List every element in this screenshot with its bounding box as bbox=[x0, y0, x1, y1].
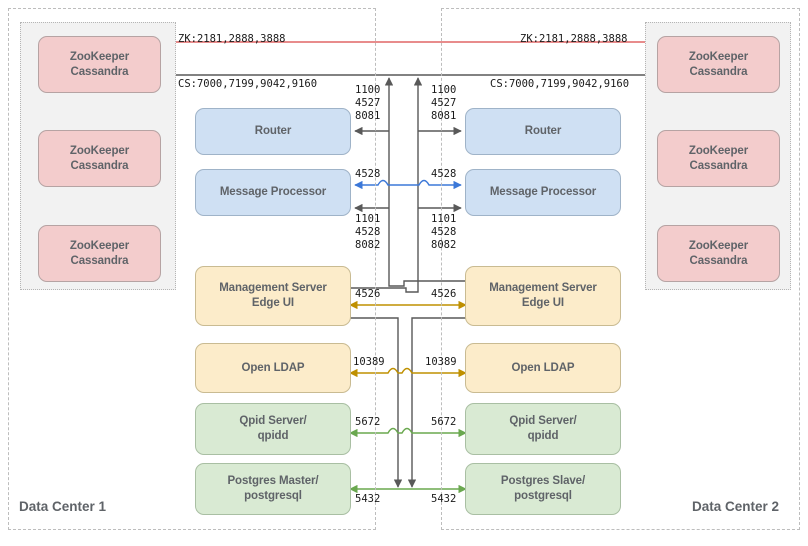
node-label-line: qpidd bbox=[527, 430, 559, 442]
edge-label-mgmt-port-left: 4526 bbox=[355, 288, 381, 300]
edge-label-mp-ports-left: 1101 4528 8082 bbox=[355, 213, 381, 251]
node-label-line: Edge UI bbox=[251, 297, 295, 309]
edge-label-qpid-port-right: 5672 bbox=[431, 416, 457, 428]
node-zookeeper-cassandra-dc1-2[interactable]: ZooKeeper Cassandra bbox=[38, 130, 161, 187]
edge-label-zookeeper-ports-right: ZK:2181,2888,3888 bbox=[520, 33, 628, 45]
edge-label-postgres-port-right: 5432 bbox=[431, 493, 457, 505]
edge-label-cassandra-ports-left: CS:7000,7199,9042,9160 bbox=[178, 78, 318, 90]
qpid-5672-link bbox=[349, 427, 467, 438]
node-zookeeper-cassandra-dc1-1[interactable]: ZooKeeper Cassandra bbox=[38, 36, 161, 93]
node-label-line: Postgres Slave/ bbox=[500, 475, 586, 487]
node-label-line: Qpid Server/ bbox=[509, 415, 577, 427]
node-label-line: Router bbox=[524, 125, 562, 137]
node-label-line: Cassandra bbox=[689, 65, 748, 78]
node-label-line: ZooKeeper bbox=[69, 144, 130, 157]
data-center-2-label: Data Center 2 bbox=[692, 499, 780, 514]
node-label-line: Edge UI bbox=[521, 297, 565, 309]
node-label-line: ZooKeeper bbox=[69, 50, 130, 63]
node-label-line: Management Server bbox=[219, 282, 327, 294]
edge-label-ldap-port-left: 10389 bbox=[353, 356, 385, 368]
node-management-server-dc2[interactable]: Management Server Edge UI bbox=[465, 266, 621, 326]
edge-label-postgres-port-left: 5432 bbox=[355, 493, 381, 505]
edge-label-router-ports-left: 1100 4527 8081 bbox=[355, 84, 381, 122]
node-zookeeper-cassandra-dc2-2[interactable]: ZooKeeper Cassandra bbox=[657, 130, 780, 187]
node-label-line: Cassandra bbox=[70, 65, 129, 78]
node-label-line: Router bbox=[254, 125, 292, 137]
node-label-line: ZooKeeper bbox=[69, 239, 130, 252]
node-open-ldap-dc1[interactable]: Open LDAP bbox=[195, 343, 351, 393]
node-zookeeper-cassandra-dc2-1[interactable]: ZooKeeper Cassandra bbox=[657, 36, 780, 93]
edge-label-cassandra-ports-right: CS:7000,7199,9042,9160 bbox=[490, 78, 630, 90]
node-label-line: Management Server bbox=[489, 282, 597, 294]
message-processor-4528-link bbox=[354, 179, 462, 190]
edge-label-zookeeper-ports-left: ZK:2181,2888,3888 bbox=[178, 33, 286, 45]
node-management-server-dc1[interactable]: Management Server Edge UI bbox=[195, 266, 351, 326]
node-label-line: Qpid Server/ bbox=[239, 415, 307, 427]
node-router-dc2[interactable]: Router bbox=[465, 108, 621, 155]
node-label-line: Message Processor bbox=[489, 186, 597, 198]
node-qpid-server-dc2[interactable]: Qpid Server/ qpidd bbox=[465, 403, 621, 455]
node-label-line: postgresql bbox=[244, 490, 302, 502]
trunk-right-vertical bbox=[350, 77, 423, 293]
node-router-dc1[interactable]: Router bbox=[195, 108, 351, 155]
node-label-line: Open LDAP bbox=[241, 361, 305, 374]
node-label-line: ZooKeeper bbox=[688, 239, 749, 252]
node-label-line: Postgres Master/ bbox=[227, 475, 319, 487]
node-zookeeper-cassandra-dc1-3[interactable]: ZooKeeper Cassandra bbox=[38, 225, 161, 282]
data-center-1-frame bbox=[8, 8, 376, 530]
open-ldap-10389-link bbox=[349, 367, 467, 378]
node-postgres-slave-dc2[interactable]: Postgres Slave/ postgresql bbox=[465, 463, 621, 515]
data-center-2-frame bbox=[441, 8, 800, 530]
node-label-line: qpidd bbox=[257, 430, 289, 442]
edge-label-mp-ports-right: 1101 4528 8082 bbox=[431, 213, 457, 251]
node-open-ldap-dc2[interactable]: Open LDAP bbox=[465, 343, 621, 393]
edge-label-qpid-port-left: 5672 bbox=[355, 416, 381, 428]
node-message-processor-dc2[interactable]: Message Processor bbox=[465, 169, 621, 216]
node-label-line: Cassandra bbox=[70, 159, 129, 172]
node-postgres-master-dc1[interactable]: Postgres Master/ postgresql bbox=[195, 463, 351, 515]
node-label-line: ZooKeeper bbox=[688, 50, 749, 63]
node-label-line: Cassandra bbox=[70, 254, 129, 267]
data-center-1-label: Data Center 1 bbox=[19, 499, 107, 514]
node-label-line: Cassandra bbox=[689, 159, 748, 172]
node-qpid-server-dc1[interactable]: Qpid Server/ qpidd bbox=[195, 403, 351, 455]
edge-label-router-ports-right: 1100 4527 8081 bbox=[431, 84, 457, 122]
node-label-line: Open LDAP bbox=[511, 361, 575, 374]
node-label-line: Message Processor bbox=[219, 186, 327, 198]
edge-label-ldap-port-right: 10389 bbox=[425, 356, 457, 368]
node-label-line: postgresql bbox=[514, 490, 572, 502]
trunk-left-vertical bbox=[384, 77, 466, 287]
edge-label-mp-in-right: 4528 bbox=[431, 168, 457, 180]
node-zookeeper-cassandra-dc2-3[interactable]: ZooKeeper Cassandra bbox=[657, 225, 780, 282]
edge-label-mgmt-port-right: 4526 bbox=[431, 288, 457, 300]
node-label-line: Cassandra bbox=[689, 254, 748, 267]
node-message-processor-dc1[interactable]: Message Processor bbox=[195, 169, 351, 216]
edge-label-mp-in-left: 4528 bbox=[355, 168, 381, 180]
node-label-line: ZooKeeper bbox=[688, 144, 749, 157]
